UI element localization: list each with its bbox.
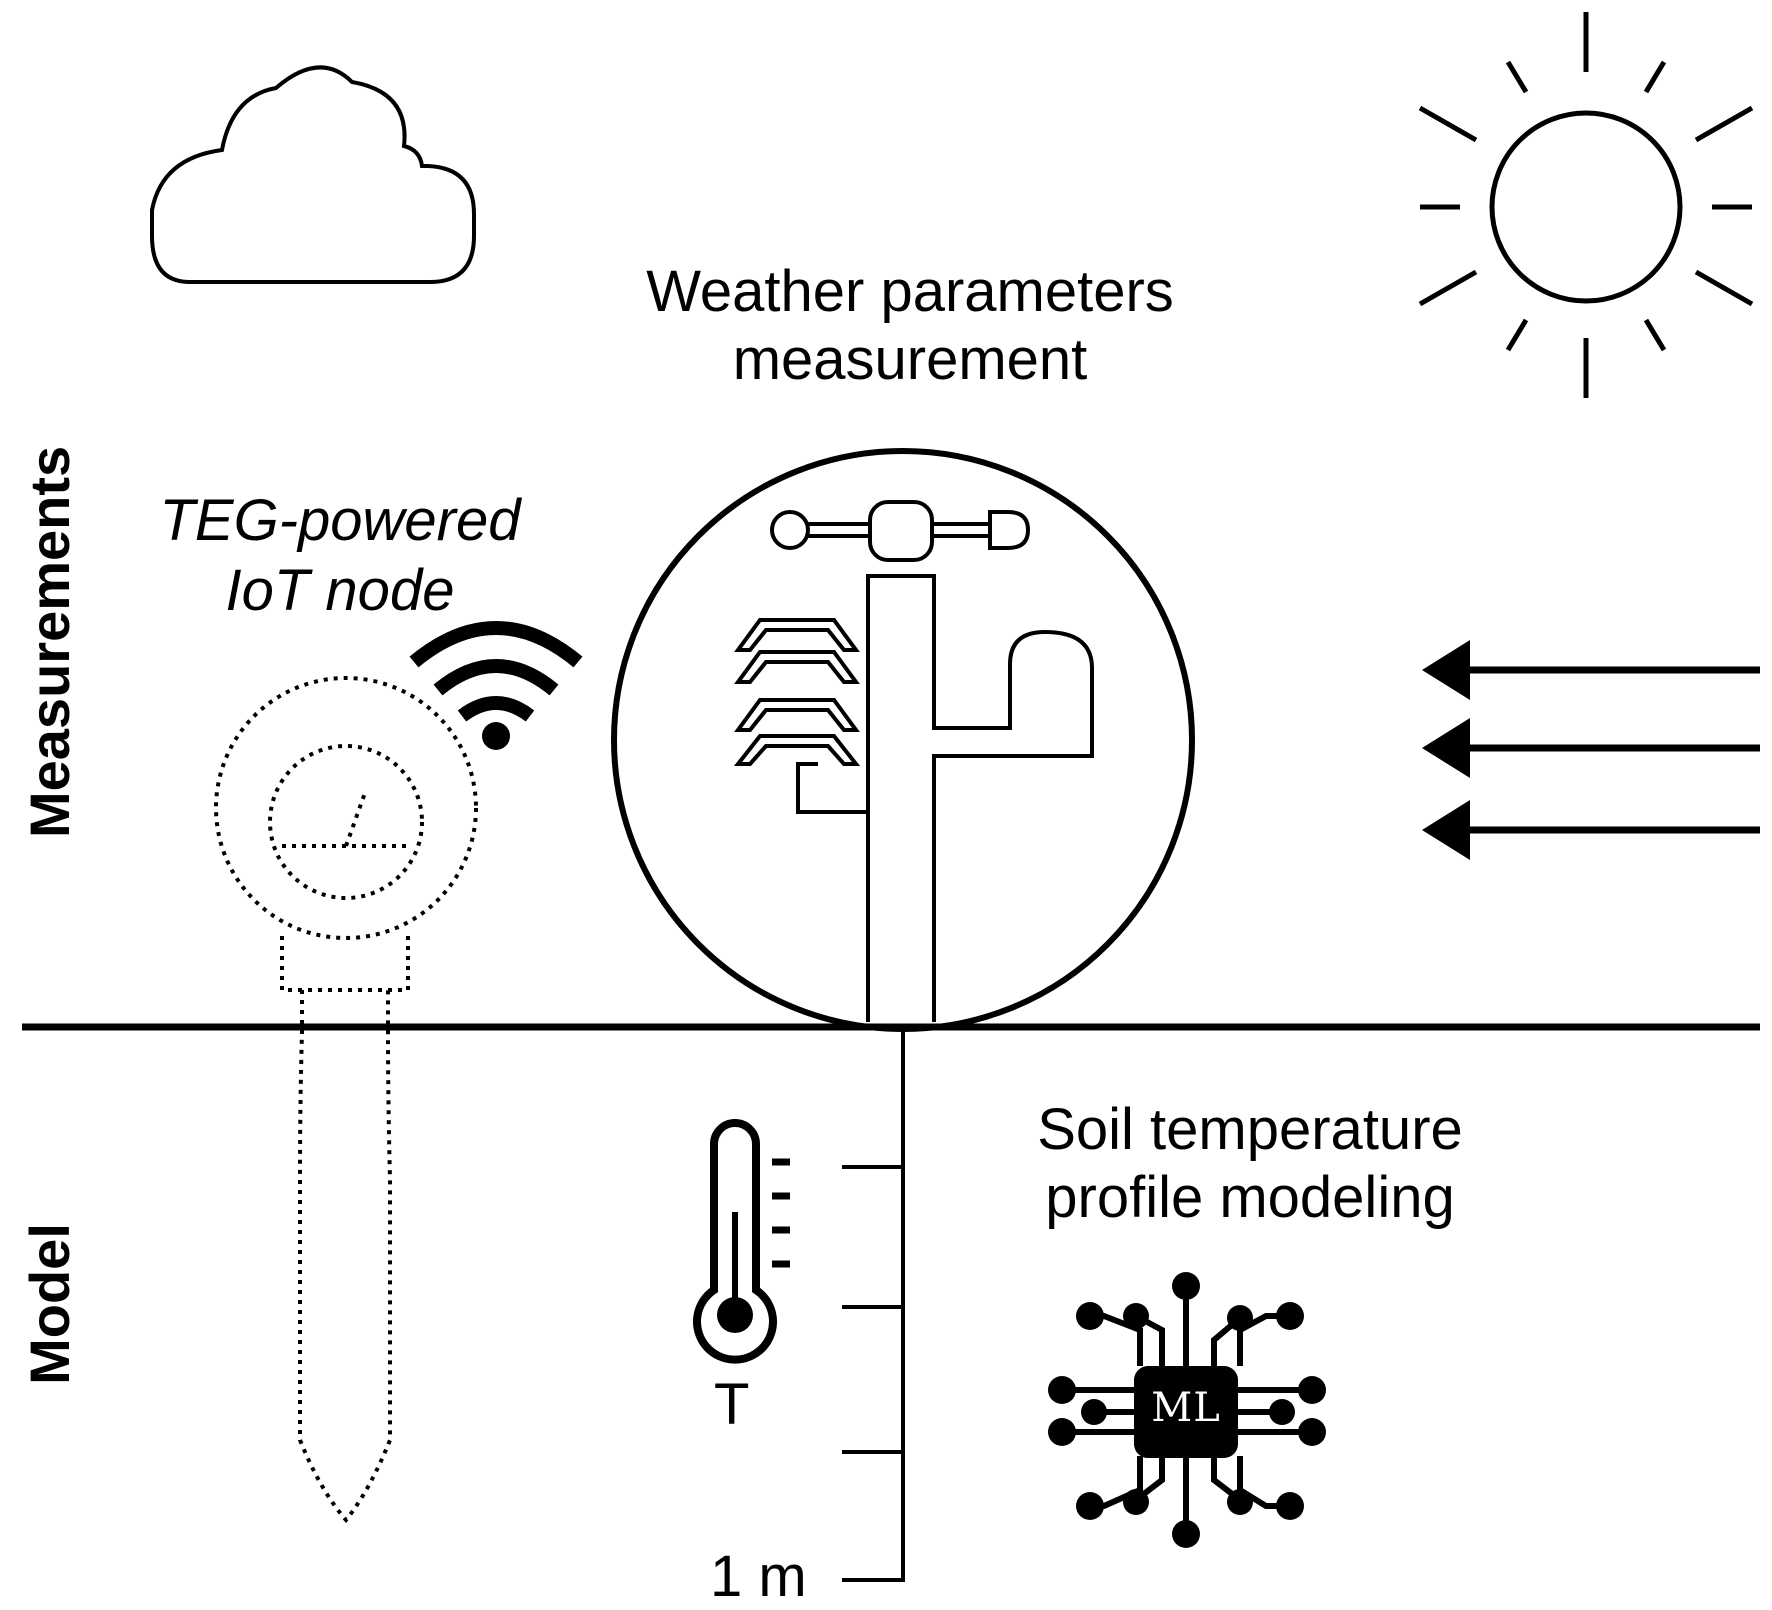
weather-station-icon xyxy=(611,448,1195,1032)
ml-chip-label: ML xyxy=(1151,1385,1221,1431)
soil-title-line1: Soil temperature xyxy=(1037,1097,1463,1162)
weather-title: Weather parameters measurement xyxy=(580,258,1240,394)
iot-node-label-line1: TEG-powered xyxy=(159,488,521,553)
wind-arrow xyxy=(1422,718,1760,778)
sun-icon xyxy=(1418,12,1754,398)
soil-title-line2: profile modeling xyxy=(1045,1165,1455,1230)
iot-node-label-line2: IoT node xyxy=(225,558,455,623)
wifi-icon xyxy=(409,621,583,750)
wind-arrow xyxy=(1422,800,1760,860)
iot-node-label: TEG-powered IoT node xyxy=(100,486,580,626)
section-label-model: Model xyxy=(18,1223,81,1385)
ml-chip-icon xyxy=(1048,1272,1326,1548)
iot-node-outline-icon xyxy=(214,676,478,1524)
soil-title: Soil temperature profile modeling xyxy=(940,1096,1560,1232)
weather-title-line2: measurement xyxy=(732,327,1088,392)
depth-label: 1 m xyxy=(710,1544,807,1609)
section-label-measurements: Measurements xyxy=(18,445,81,838)
thermometer-icon xyxy=(693,1119,790,1364)
weather-title-line1: Weather parameters xyxy=(646,259,1174,324)
wind-arrows-icon xyxy=(1422,640,1760,860)
thermometer-symbol: T xyxy=(714,1372,750,1437)
cloud-icon xyxy=(150,65,476,284)
depth-scale xyxy=(842,1027,905,1582)
wind-arrow xyxy=(1422,640,1760,700)
